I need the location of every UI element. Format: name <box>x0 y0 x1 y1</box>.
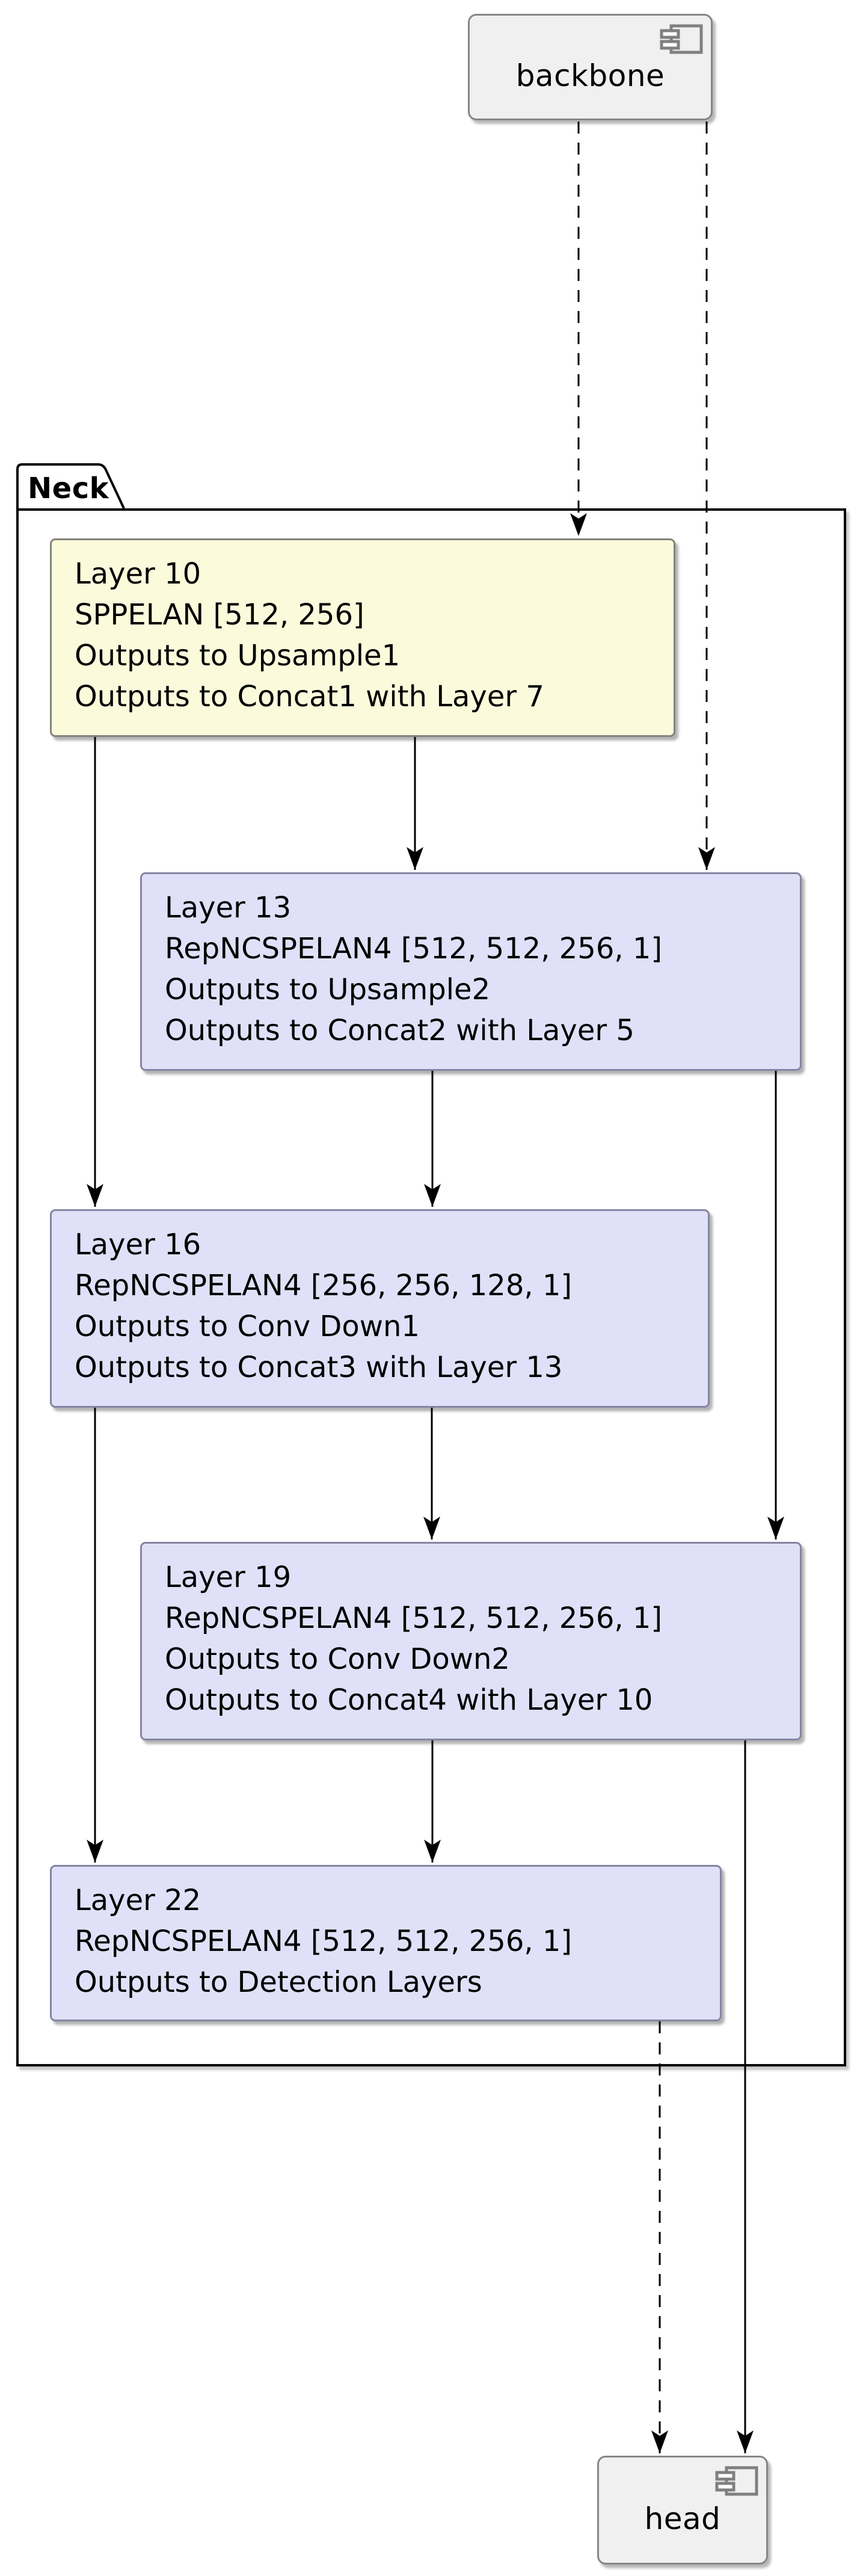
layer-19-line: Outputs to Conv Down2 <box>165 1642 510 1676</box>
layer-16-box: Layer 16 RepNCSPELAN4 [256, 256, 128, 1]… <box>50 1209 710 1408</box>
layer-10-line: SPPELAN [512, 256] <box>75 598 364 632</box>
layer-16-line: Layer 16 <box>75 1228 201 1262</box>
head-component: head <box>597 2456 768 2565</box>
layer-13-box: Layer 13 RepNCSPELAN4 [512, 512, 256, 1]… <box>140 872 802 1071</box>
neck-package-label: Neck <box>28 472 109 505</box>
head-label: head <box>644 2501 721 2536</box>
layer-13-line: Outputs to Upsample2 <box>165 973 491 1006</box>
layer-19-line: Layer 19 <box>165 1561 292 1594</box>
layer-19-box: Layer 19 RepNCSPELAN4 [512, 512, 256, 1]… <box>140 1542 802 1740</box>
layer-13-line: Layer 13 <box>165 891 292 925</box>
layer-16-line: RepNCSPELAN4 [256, 256, 128, 1] <box>75 1269 573 1302</box>
layer-19-line: Outputs to Concat4 with Layer 10 <box>165 1683 653 1717</box>
layer-10-line: Outputs to Upsample1 <box>75 639 401 673</box>
layer-13-line: Outputs to Concat2 with Layer 5 <box>165 1014 634 1047</box>
backbone-component: backbone <box>468 14 713 120</box>
layer-10-line: Outputs to Concat1 with Layer 7 <box>75 680 544 713</box>
layer-16-line: Outputs to Conv Down1 <box>75 1310 420 1343</box>
component-icon <box>660 24 703 54</box>
layer-22-line: Layer 22 <box>75 1884 201 1917</box>
layer-10-line: Layer 10 <box>75 557 201 591</box>
layer-16-line: Outputs to Concat3 with Layer 13 <box>75 1351 563 1384</box>
layer-13-line: RepNCSPELAN4 [512, 512, 256, 1] <box>165 932 663 966</box>
layer-22-box: Layer 22 RepNCSPELAN4 [512, 512, 256, 1]… <box>50 1865 722 2021</box>
backbone-label: backbone <box>515 58 665 93</box>
layer-22-line: RepNCSPELAN4 [512, 512, 256, 1] <box>75 1924 573 1958</box>
layer-22-line: Outputs to Detection Layers <box>75 1965 482 1999</box>
layer-19-line: RepNCSPELAN4 [512, 512, 256, 1] <box>165 1601 663 1635</box>
layer-10-box: Layer 10 SPPELAN [512, 256] Outputs to U… <box>50 538 675 737</box>
component-icon <box>715 2466 758 2496</box>
